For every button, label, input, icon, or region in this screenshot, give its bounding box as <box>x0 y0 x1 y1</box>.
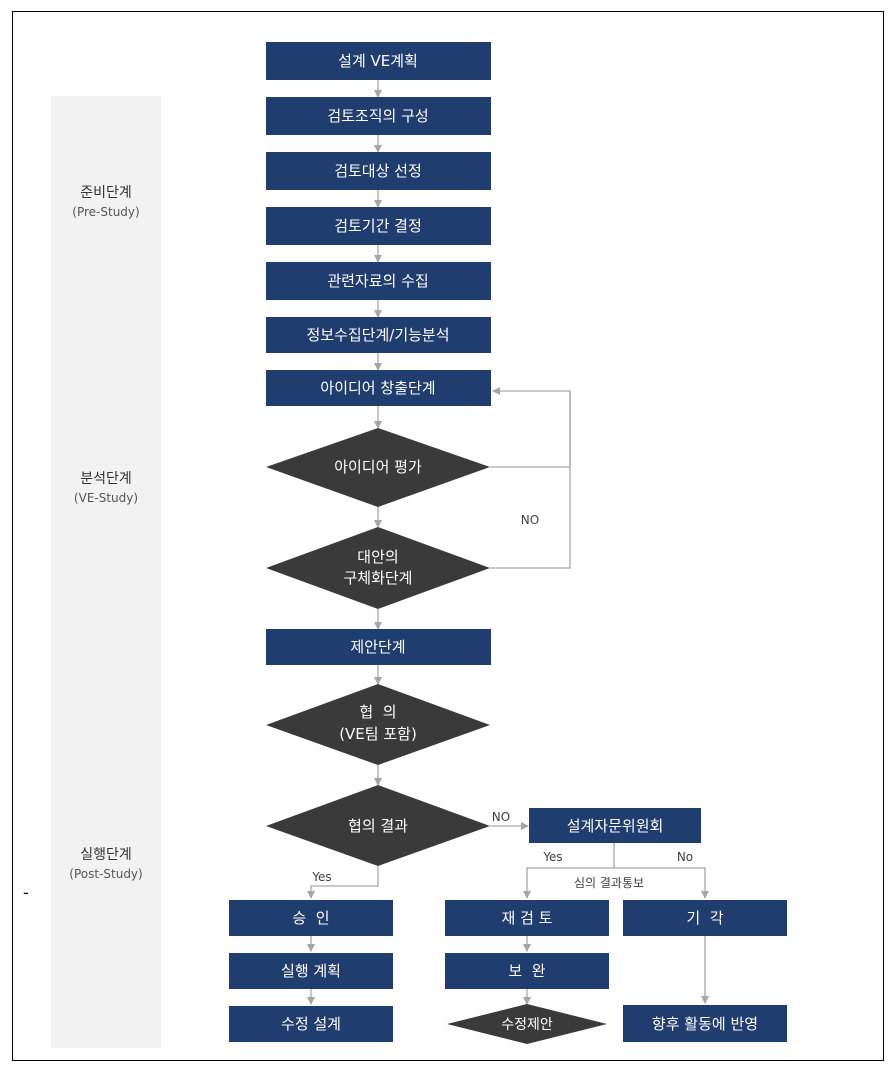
step-approval-label: 승 인 <box>292 909 329 927</box>
margin-mark: - <box>23 883 29 902</box>
decision-alt-concrete-line1: 대안의 <box>357 548 398 566</box>
step-exec-plan-label: 실행 계획 <box>281 962 341 980</box>
label-review-notice: 심의 결과통보 <box>574 876 644 890</box>
decision-idea-eval-label: 아이디어 평가 <box>334 458 422 476</box>
step-re-review: 재 검 토 <box>445 900 609 936</box>
stage-analysis-band: 분석단계 (VE-Study) <box>51 308 161 676</box>
step-design-ve-plan: 설계 VE계획 <box>266 42 491 80</box>
step-idea-creation-label: 아이디어 창출단계 <box>320 379 435 397</box>
decision-consult-result: 협의 결과 <box>266 785 490 866</box>
step-info-analysis: 정보수집단계/기능분석 <box>266 317 491 353</box>
decision-idea-eval: 아이디어 평가 <box>266 428 490 507</box>
arrow-to-rereview <box>523 867 614 899</box>
stage-execution-title: 실행단계 <box>80 847 132 863</box>
decision-consultation: 협 의 (VE팀 포함) <box>266 684 490 765</box>
step-proposal: 제안단계 <box>266 629 491 665</box>
connectors <box>307 80 709 1005</box>
label-no-loop: NO <box>521 513 539 527</box>
step-review-org: 검토조직의 구성 <box>266 97 491 135</box>
stage-execution-band: 실행단계 (Post-Study) <box>51 676 161 1048</box>
decision-consultation-line2: (VE팀 포함) <box>339 725 417 743</box>
step-committee: 설계자문위원회 <box>529 808 701 843</box>
stage-prep-subtitle: (Pre-Study) <box>72 205 140 219</box>
step-committee-label: 설계자문위원회 <box>567 817 664 835</box>
diagram-frame <box>12 11 884 1061</box>
step-data-collection-label: 관련자료의 수집 <box>327 272 428 290</box>
step-review-org-label: 검토조직의 구성 <box>327 107 428 125</box>
stage-execution-subtitle: (Post-Study) <box>69 867 143 881</box>
step-re-review-label: 재 검 토 <box>502 909 553 927</box>
step-approval: 승 인 <box>229 900 393 936</box>
step-rejection: 기 각 <box>623 900 787 936</box>
step-supplement: 보 완 <box>445 953 609 989</box>
stage-prep-band: 준비단계 (Pre-Study) <box>51 96 161 308</box>
step-future-reflect: 향후 활동에 반영 <box>623 1005 787 1042</box>
step-proposal-label: 제안단계 <box>350 638 405 656</box>
step-rejection-label: 기 각 <box>686 909 723 927</box>
step-review-period: 검토기간 결정 <box>266 207 491 245</box>
stage-analysis-title: 분석단계 <box>80 471 132 487</box>
step-review-target-label: 검토대상 선정 <box>334 162 422 180</box>
decision-consult-result-label: 협의 결과 <box>348 817 408 835</box>
stage-prep-title: 준비단계 <box>80 185 132 201</box>
step-idea-creation: 아이디어 창출단계 <box>266 370 491 406</box>
step-design-revision-label: 수정 설계 <box>281 1015 341 1033</box>
label-no-committee: NO <box>492 810 510 824</box>
decision-alt-concrete-line2: 구체화단계 <box>343 569 412 587</box>
step-exec-plan: 실행 계획 <box>229 953 393 989</box>
step-review-target: 검토대상 선정 <box>266 152 491 190</box>
stage-analysis-subtitle: (VE-Study) <box>73 491 139 505</box>
step-future-reflect-label: 향후 활동에 반영 <box>652 1015 758 1033</box>
label-yes-committee: Yes <box>542 850 562 864</box>
step-review-period-label: 검토기간 결정 <box>334 217 422 235</box>
step-design-ve-plan-label: 설계 VE계획 <box>338 52 418 70</box>
loop-from-eval <box>490 391 571 468</box>
arrow-to-approval <box>307 866 379 899</box>
step-data-collection: 관련자료의 수집 <box>266 262 491 300</box>
decision-consultation-line1: 협 의 <box>359 703 396 721</box>
loop-from-concrete <box>490 387 571 569</box>
step-info-analysis-label: 정보수집단계/기능분석 <box>306 326 449 344</box>
decision-revised-proposal-label: 수정제안 <box>501 1017 553 1033</box>
step-supplement-label: 보 완 <box>508 962 545 980</box>
decision-revised-proposal: 수정제안 <box>447 1004 607 1044</box>
arrow-to-rejection <box>614 867 709 899</box>
label-no-reject: No <box>677 850 693 864</box>
decision-alt-concrete: 대안의 구체화단계 <box>266 527 490 609</box>
label-yes-approval: Yes <box>311 870 331 884</box>
step-design-revision: 수정 설계 <box>229 1006 393 1042</box>
